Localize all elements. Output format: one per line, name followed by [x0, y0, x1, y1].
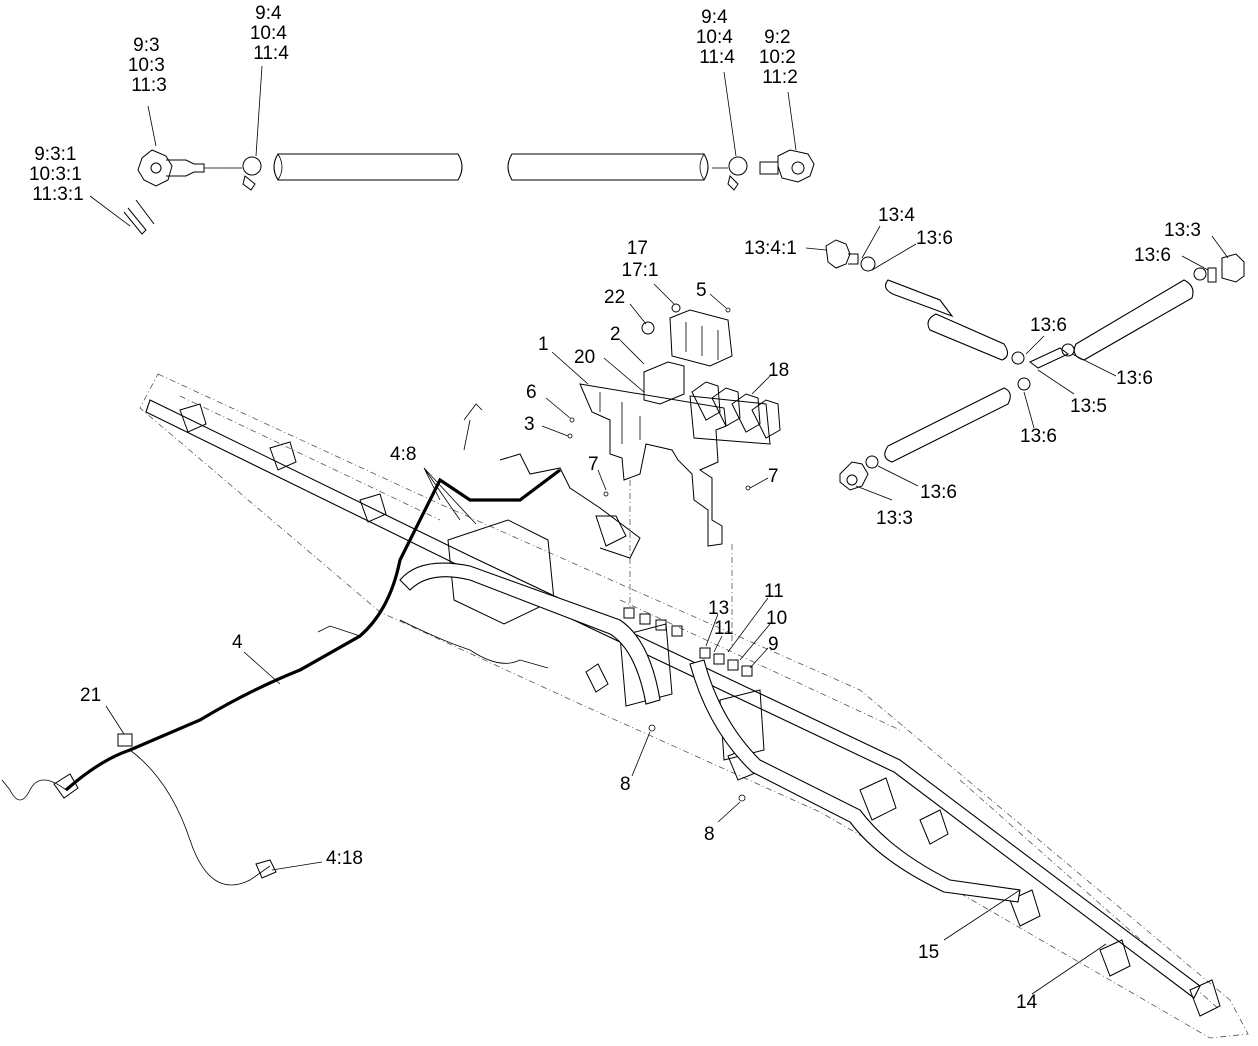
- wiring-harness-4: [1, 403, 641, 886]
- callout-7-left: 7: [588, 454, 599, 475]
- callout-9: 9: [768, 634, 779, 655]
- callout-14: 14: [1016, 992, 1038, 1013]
- callout-9-2: 9:2 10:2 11:2: [759, 27, 801, 88]
- callout-20: 20: [574, 347, 595, 368]
- callout-13-3-top: 13:3: [1164, 220, 1201, 241]
- valve-bracket-assembly: [541, 283, 781, 547]
- callout-13-6-b: 13:6: [1134, 245, 1171, 266]
- callout-6: 6: [526, 382, 537, 403]
- top-hose-assembly: [89, 65, 815, 235]
- callout-4: 4: [232, 632, 243, 653]
- callout-11-lower: 11: [714, 618, 734, 639]
- callout-13-6-c: 13:6: [1030, 315, 1067, 336]
- callout-7-right: 7: [768, 466, 779, 487]
- callout-18: 18: [768, 360, 789, 381]
- boom-frame: [139, 373, 1249, 1039]
- callout-13-6-a: 13:6: [916, 228, 953, 249]
- callout-3: 3: [524, 414, 535, 435]
- callout-1: 1: [538, 334, 549, 355]
- callout-8-right: 8: [704, 824, 715, 845]
- callout-9-3: 9:3 10:3 11:3: [128, 35, 170, 96]
- callout-9-4-left: 9:4 10:4 11:4: [250, 3, 292, 64]
- callout-9-4-right: 9:4 10:4 11:4: [696, 7, 738, 68]
- callout-13-6-f: 13:6: [920, 482, 957, 503]
- callout-10: 10: [766, 608, 787, 629]
- callout-13-6-d: 13:6: [1116, 368, 1153, 389]
- callout-13-3-bottom: 13:3: [876, 508, 913, 529]
- callout-labels: 9:3 10:3 11:3 9:4 10:4 11:4 9:4 10:4 11:…: [29, 3, 1201, 1013]
- callout-21: 21: [80, 685, 101, 706]
- callout-11-top: 11: [764, 581, 784, 602]
- callout-13-4-1: 13:4:1: [744, 238, 797, 259]
- callout-9-3-1: 9:3:1 10:3:1 11:3:1: [29, 144, 87, 205]
- callout-15: 15: [918, 942, 939, 963]
- callout-22: 22: [604, 287, 625, 308]
- callout-13-5: 13:5: [1070, 396, 1107, 417]
- callout-8-left: 8: [620, 774, 631, 795]
- callout-17: 17 17:1: [622, 238, 659, 281]
- callout-13: 13: [708, 598, 729, 619]
- manifold-13-assembly: [805, 225, 1245, 501]
- callout-13-6-e: 13:6: [1020, 426, 1057, 447]
- callout-4-8: 4:8: [390, 444, 416, 465]
- callout-5: 5: [696, 280, 707, 301]
- callout-2: 2: [610, 324, 621, 345]
- callout-13-4: 13:4: [878, 205, 915, 226]
- callout-4-18: 4:18: [326, 848, 363, 869]
